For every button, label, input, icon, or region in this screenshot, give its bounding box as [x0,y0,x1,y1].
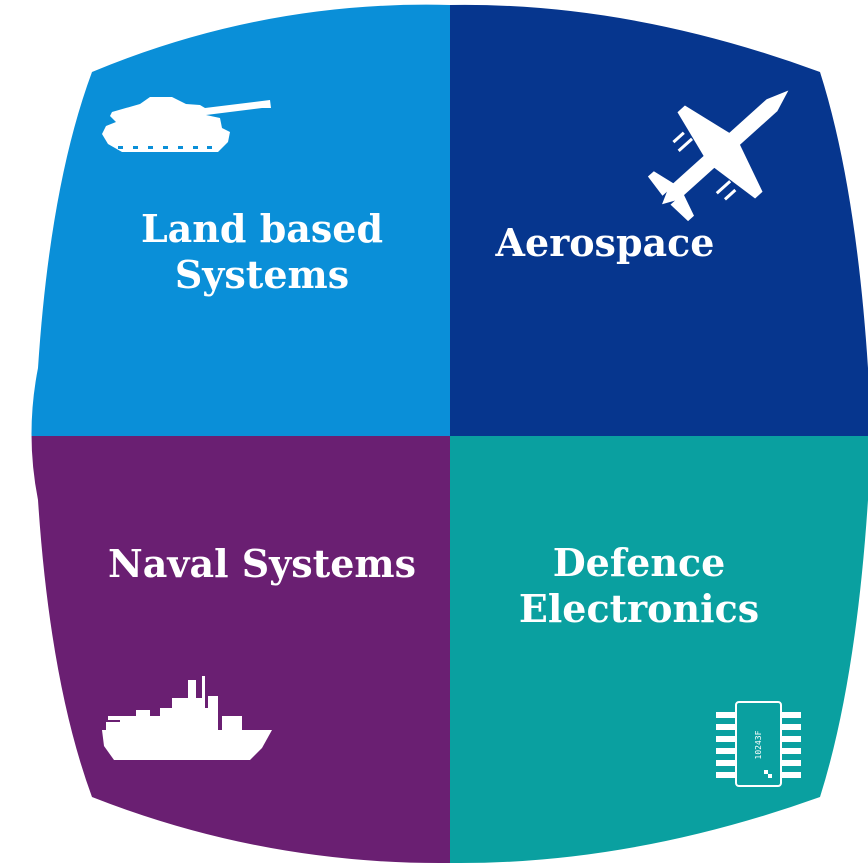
land-based-systems-label: Land based Systems [141,206,383,298]
electronics-quadrant [450,436,868,864]
aerospace-label: Aerospace [496,220,715,266]
land-label-line-1: Land based [140,206,384,251]
naval-quadrant [31,436,450,864]
aerospace-quadrant [450,4,868,436]
land-quadrant [31,4,450,436]
land-label-line-2: Systems [174,252,350,297]
fighter-jet-icon [647,90,789,222]
chip-marking: 10243F [754,730,763,759]
electronics-label-line-2: Electronics [518,586,760,631]
electronics-label-line-1: Defence [552,540,726,585]
microchip-icon: 10243F [716,701,801,787]
defence-electronics-label: Defence Electronics [519,540,759,632]
naval-label-line-1: Naval Systems [108,541,416,586]
naval-systems-label: Naval Systems [108,541,416,587]
tank-icon [102,97,271,152]
warship-icon [102,676,272,760]
aerospace-label-line-1: Aerospace [495,220,715,265]
